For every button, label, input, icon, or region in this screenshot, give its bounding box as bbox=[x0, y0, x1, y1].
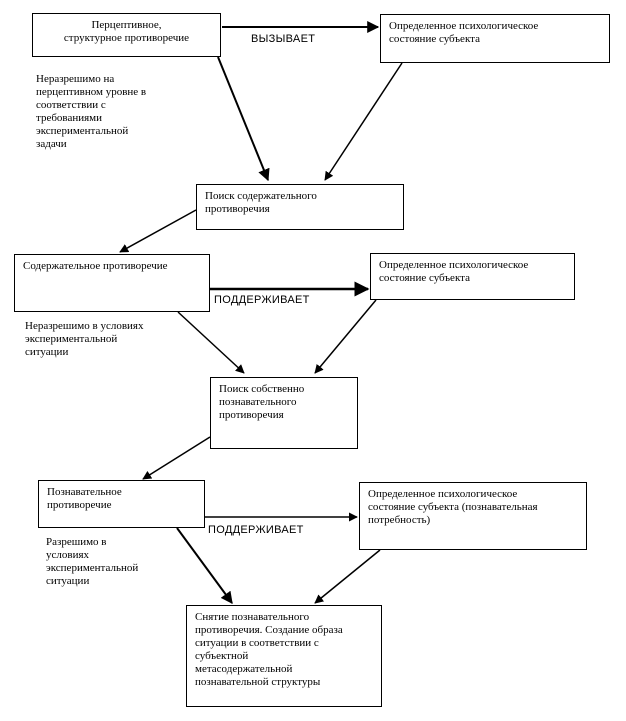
arrow-content-to-search-cognitive bbox=[177, 311, 245, 374]
note-unsolvable-perceptual: Неразрешимо на перцептивном уровне в соо… bbox=[36, 73, 147, 150]
box-content-contradiction: Содержательное противоречие bbox=[14, 254, 210, 312]
arrow-state2-to-search-cognitive bbox=[314, 299, 377, 374]
box-search-cognitive-contradiction: Поиск собственно познавательного противо… bbox=[210, 377, 358, 449]
label-supports-1: ПОДДЕРЖИВАЕТ bbox=[214, 294, 310, 306]
label-causes: ВЫЗЫВАЕТ bbox=[251, 33, 316, 45]
box-cognitive-contradiction: Познавательное противоречие bbox=[38, 480, 205, 528]
box-psych-state-3-text: Определенное психологическое состояние с… bbox=[368, 488, 538, 526]
box-psych-state-2: Определенное психологическое состояние с… bbox=[370, 253, 575, 300]
arrow-search-cognitive-to-cognitive bbox=[142, 436, 211, 480]
box-search-cognitive-contradiction-text: Поиск собственно познавательного противо… bbox=[219, 383, 305, 421]
arrow-perceptual-to-search bbox=[217, 56, 270, 182]
note-solvable-experimental: Разрешимо в условиях экспериментальной с… bbox=[46, 536, 139, 587]
arrow-cognitive-to-resolution bbox=[176, 527, 233, 604]
arrow-search-to-content bbox=[119, 209, 197, 253]
box-search-content-contradiction: Поиск содержательного противоречия bbox=[196, 184, 404, 230]
note-unsolvable-experimental: Неразрешимо в условиях экспериментальной… bbox=[25, 320, 144, 358]
box-search-content-contradiction-text: Поиск содержательного противоречия bbox=[205, 190, 317, 215]
box-cognitive-contradiction-text: Познавательное противоречие bbox=[47, 486, 122, 511]
box-resolution-text: Снятие познавательного противоречия. Соз… bbox=[195, 611, 343, 688]
box-perceptual-contradiction-text: Перцептивное, структурное противоречие bbox=[63, 19, 190, 44]
arrow-state1-to-search bbox=[324, 62, 403, 181]
box-psych-state-1-text: Определенное психологическое состояние с… bbox=[389, 20, 539, 45]
box-psych-state-1: Определенное психологическое состояние с… bbox=[380, 14, 610, 63]
box-content-contradiction-text: Содержательное противоречие bbox=[23, 260, 168, 272]
box-perceptual-contradiction: Перцептивное, структурное противоречие bbox=[32, 13, 221, 57]
arrow-state3-to-resolution bbox=[314, 549, 381, 604]
box-resolution: Снятие познавательного противоречия. Соз… bbox=[186, 605, 382, 707]
label-supports-2: ПОДДЕРЖИВАЕТ bbox=[208, 524, 304, 536]
box-psych-state-3: Определенное психологическое состояние с… bbox=[359, 482, 587, 550]
box-psych-state-2-text: Определенное психологическое состояние с… bbox=[379, 259, 529, 284]
